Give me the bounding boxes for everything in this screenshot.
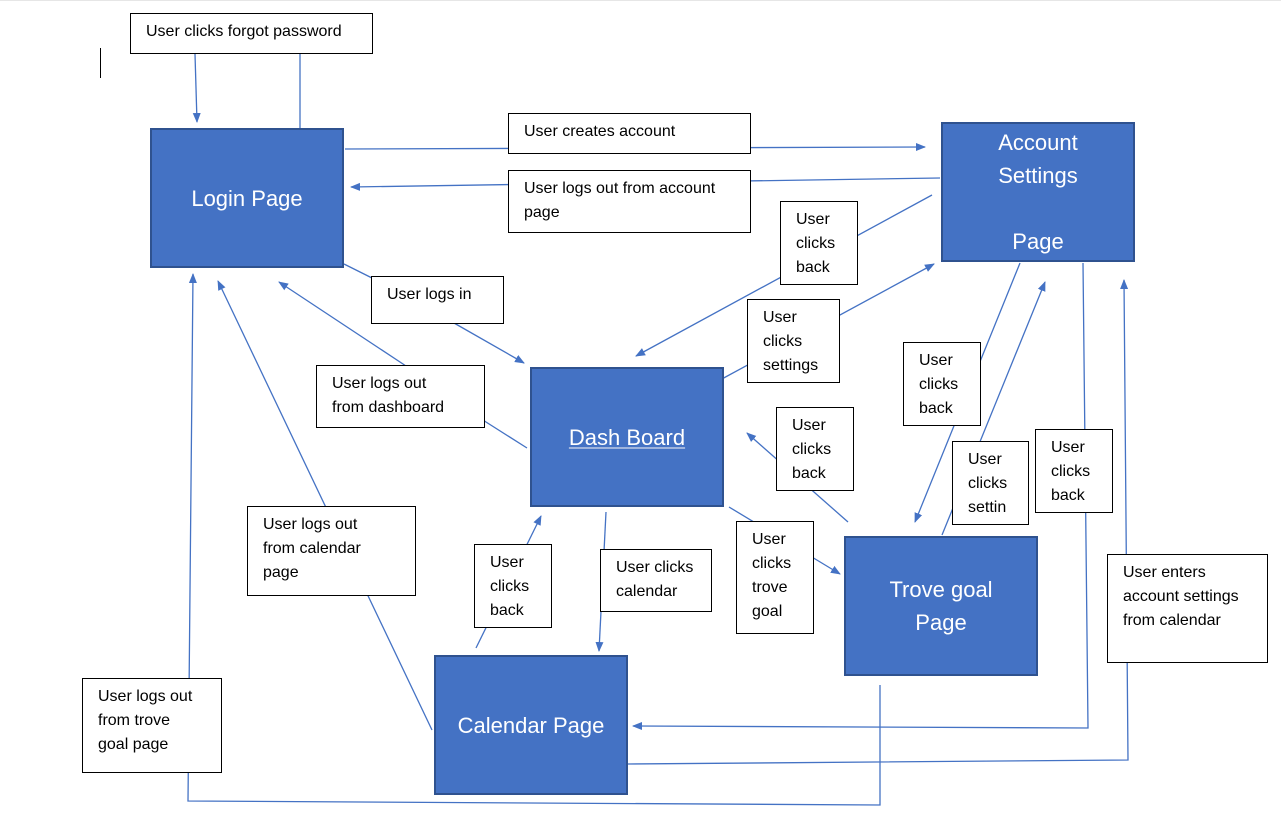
- page-top-border: [0, 0, 1281, 1]
- connector-calendar-account: [627, 279, 1129, 765]
- node-dashboard-label: Dash Board: [568, 424, 686, 450]
- label-back-trove-account: User clicks back: [903, 342, 981, 426]
- label-logout-calendar: User logs out from calendar page: [247, 506, 416, 596]
- node-trove-goal-page: Trove goal Page: [844, 536, 1038, 676]
- label-clicks-trove: User clicks trove goal: [736, 521, 814, 634]
- connector-forgot-password-arrow: [192, 53, 201, 123]
- node-calendar-label: Calendar Page: [457, 712, 605, 738]
- node-login-page: Login Page: [150, 128, 344, 268]
- node-login-page-label: Login Page: [191, 185, 303, 211]
- text-cursor: [100, 48, 101, 78]
- label-logout-account: User logs out from account page: [508, 170, 751, 233]
- label-settings-dash: User clicks settings: [747, 299, 840, 383]
- label-forgot-password: User clicks forgot password: [130, 13, 373, 54]
- label-enters-account-from-calendar: User enters account settings from calend…: [1107, 554, 1268, 663]
- connector-account-calendar: [632, 262, 1089, 731]
- node-account-settings-page: Account Settings Page: [941, 122, 1135, 262]
- node-trove-goal-label: Trove goal Page: [889, 577, 993, 635]
- node-dashboard: Dash Board: [530, 367, 724, 507]
- node-calendar-page: Calendar Page: [434, 655, 628, 795]
- label-back-calendar-dash: User clicks back: [474, 544, 552, 628]
- label-back-trove-dash: User clicks back: [776, 407, 854, 491]
- label-clicks-calendar: User clicks calendar: [600, 549, 712, 612]
- label-logout-dashboard: User logs out from dashboard: [316, 365, 485, 428]
- node-account-settings-label: Account Settings Page: [998, 130, 1078, 254]
- label-creates-account: User creates account: [508, 113, 751, 154]
- label-back-account-dash: User clicks back: [780, 201, 858, 285]
- label-logs-in: User logs in: [371, 276, 504, 324]
- label-back-calendar-account: User clicks back: [1035, 429, 1113, 513]
- connector-logout-trove: [187, 273, 881, 806]
- label-settings-trove: User clicks settin: [952, 441, 1029, 525]
- label-logout-trove: User logs out from trove goal page: [82, 678, 222, 773]
- connector-logout-calendar: [217, 280, 433, 731]
